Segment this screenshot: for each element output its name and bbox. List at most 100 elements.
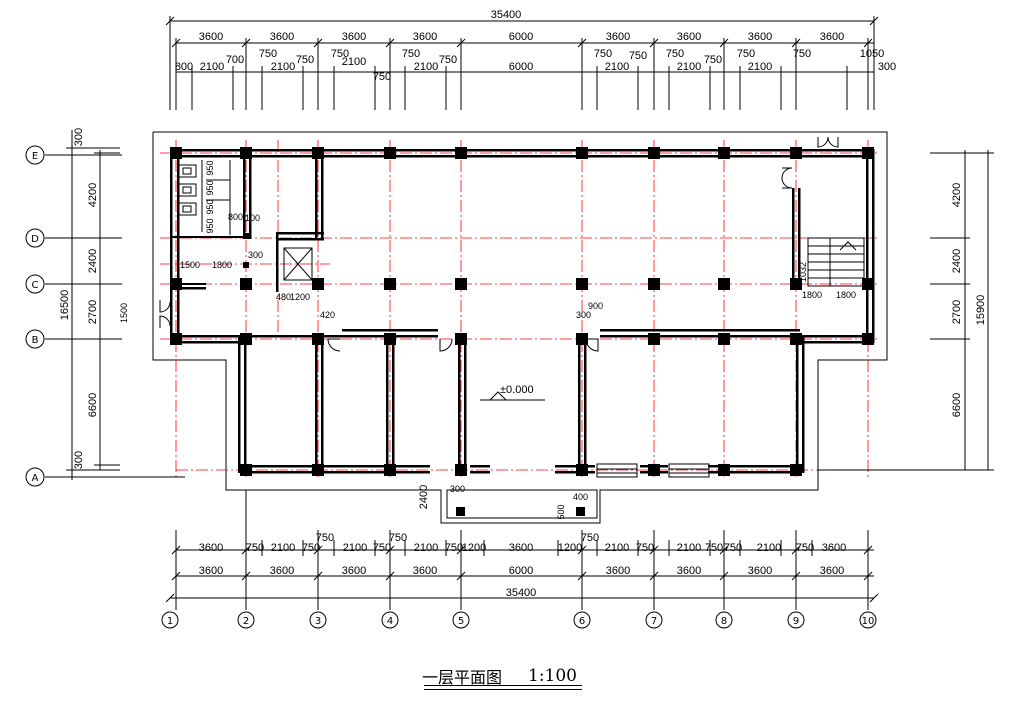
top-dim-row1: 3600: [413, 31, 437, 43]
dim-300b: 300: [576, 310, 591, 320]
dim-400: 400: [573, 492, 588, 502]
drawing-scale: 1:100: [528, 666, 577, 686]
dim-1200: 1200: [290, 292, 310, 302]
top-dim-slashes: [165, 16, 879, 48]
right-dim: 4200: [951, 183, 963, 207]
dim-1500: 1500: [180, 260, 200, 270]
dim-800: 800: [228, 212, 243, 222]
top-dim-row2: 2100: [677, 61, 701, 73]
elevator-shaft: [283, 247, 313, 281]
top-dim-row1: 3600: [606, 31, 630, 43]
bottom-dim-row1: 2100: [757, 542, 781, 554]
dim-toilet-1: 950: [205, 160, 215, 175]
dim-2400-porch: 2400: [418, 485, 430, 509]
top-dim-row2: 2100: [414, 61, 438, 73]
top-dim-row2: 750: [666, 48, 684, 60]
top-dim-row2: 750: [629, 50, 647, 62]
right-dimensions: [818, 150, 994, 471]
bottom-dim-row1: 750: [373, 542, 391, 554]
top-dim-row2: 6000: [509, 61, 533, 73]
top-dim-row2: 2100: [342, 56, 366, 68]
row-axis-label: D: [31, 234, 39, 245]
bottom-dim-row2: 3600: [748, 565, 772, 577]
top-dim-row1: 3600: [270, 31, 294, 43]
dim-1800a: 1800: [802, 290, 822, 300]
toilet-fixtures: [177, 160, 231, 235]
dim-1032: 1032: [798, 262, 808, 282]
bottom-dim-row1: 750: [636, 542, 654, 554]
col-axis-label: 6: [579, 616, 585, 627]
axis-grid: [160, 140, 880, 480]
bottom-dim-row2: 3600: [199, 565, 223, 577]
top-dim-row2: 800: [175, 61, 193, 73]
right-dim: 2700: [951, 300, 963, 324]
doors: [159, 136, 839, 352]
col-axis-label: 1: [167, 616, 173, 627]
bottom-dim-row1: 750: [796, 542, 814, 554]
top-dim-row2: 2100: [200, 61, 224, 73]
drawing-title: 一层平面图: [422, 668, 503, 687]
bottom-dim-row1: 2100: [677, 542, 701, 554]
walls: [170, 149, 875, 474]
bottom-dim-extra: 750: [316, 532, 334, 544]
bottom-dim-row1: 2100: [271, 542, 295, 554]
bottom-dim-row1: 750: [581, 532, 599, 544]
bottom-dim-row1: 750: [705, 542, 723, 554]
dim-420: 420: [320, 310, 335, 320]
top-dim-row1: 3600: [748, 31, 772, 43]
columns: [170, 147, 874, 516]
top-dim-row1: 6000: [509, 31, 533, 43]
col-axis-label: 3: [315, 616, 321, 627]
top-overall-dim: 35400: [491, 9, 522, 21]
bottom-dim-row2: 3600: [606, 565, 630, 577]
col-axis-label: 10: [862, 616, 875, 627]
bottom-dim-row1: 750: [302, 542, 320, 554]
stair: [807, 237, 865, 287]
dim-toilet-3: 950: [205, 199, 215, 214]
bottom-dim-row1: 1200: [558, 542, 582, 554]
bottom-dim-row2: 3600: [820, 565, 844, 577]
top-dim-ticks: [175, 38, 869, 110]
col-axis-label: 8: [721, 616, 727, 627]
row-axis-label: B: [32, 335, 39, 346]
top-dim-row2: 750: [259, 48, 277, 60]
bottom-dim-row1: 2100: [343, 542, 367, 554]
right-dim: 6600: [951, 393, 963, 417]
bottom-dim-row2: 3600: [270, 565, 294, 577]
bottom-dim-extra: 750: [389, 532, 407, 544]
dim-toilet-4: 950: [205, 218, 215, 233]
dim-toilet-2: 950: [205, 180, 215, 195]
left-dim: 300: [73, 451, 85, 469]
level-mark: [480, 391, 545, 401]
top-dim-row2: 750: [331, 48, 349, 60]
dim-500: 500: [556, 504, 566, 519]
top-dim-row2: 2100: [605, 61, 629, 73]
bottom-dim-row1: 1200: [462, 542, 486, 554]
bottom-dim-row1: 750: [445, 542, 463, 554]
bottom-dim-row1: 3600: [199, 542, 223, 554]
dim-1800b: 1800: [836, 290, 856, 300]
dim-480: 480: [276, 292, 291, 302]
top-dim-row2: 700: [226, 54, 244, 66]
bottom-dim-row1: 3600: [509, 542, 533, 554]
top-dim-row2: 750: [594, 48, 612, 60]
top-dimensions: [169, 16, 875, 110]
col-axis-bubbles: [161, 611, 877, 629]
bottom-dim-row2: 3600: [342, 565, 366, 577]
bottom-dim-slashes: [165, 545, 879, 603]
bottom-dim-row2: 3600: [413, 565, 437, 577]
title-underline-thin: [424, 689, 582, 690]
row-axis-bubbles: [25, 145, 45, 487]
title-underline: [424, 685, 582, 686]
top-dim-row2: 750: [296, 54, 314, 66]
dim-300a: 300: [248, 250, 263, 260]
left-dim: 300: [73, 128, 85, 146]
top-dim-row1: 3600: [820, 31, 844, 43]
windows: [596, 463, 710, 478]
left-dim: 4200: [87, 183, 99, 207]
top-dim-row2: 750: [704, 54, 722, 66]
bottom-dim-row1: 750: [246, 542, 264, 554]
bottom-dim-row1: 750: [724, 542, 742, 554]
bottom-dim-row2: 6000: [509, 565, 533, 577]
level-label: ±0.000: [500, 384, 534, 396]
